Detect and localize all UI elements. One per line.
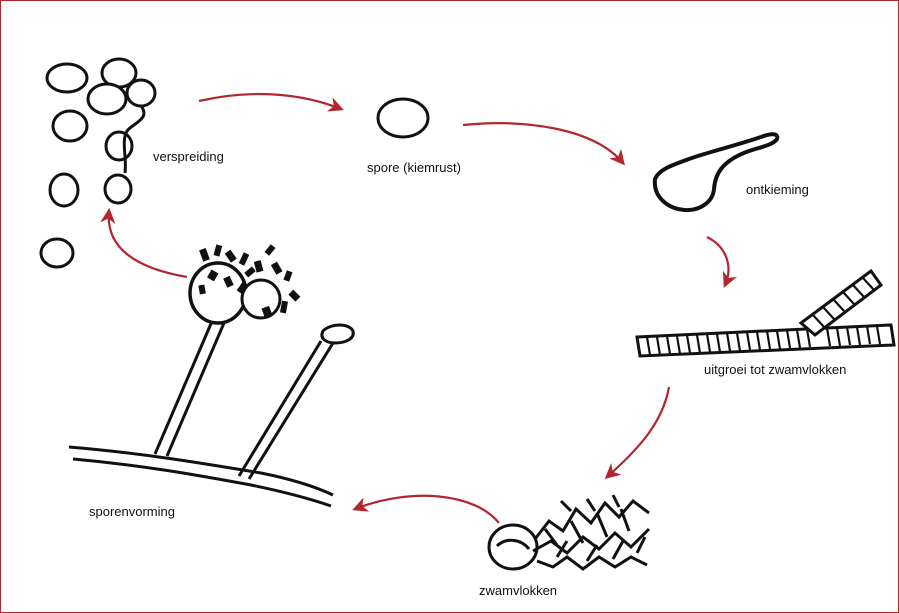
substrate-line-bottom: [73, 459, 331, 506]
sporangiophore-left: [155, 319, 224, 456]
substrate-line-top: [69, 447, 333, 495]
spore-shape: [105, 175, 131, 203]
germ-tube-shape: [655, 134, 777, 210]
sporangiophore-right: [239, 341, 333, 479]
arrow-spore-to-germination: [463, 123, 623, 163]
spore-shape: [88, 84, 126, 114]
hyphae-growth: [637, 271, 894, 356]
arrow-mycelium-to-sporulation: [355, 496, 499, 523]
label-spore: spore (kiemrust): [367, 160, 461, 175]
label-dispersal: verspreiding: [153, 149, 224, 164]
spore-shape: [127, 80, 155, 106]
resting-spore: [378, 99, 428, 137]
sporangium-main: [190, 263, 246, 323]
label-growth: uitgroei tot zwamvlokken: [704, 362, 846, 377]
sporangium-secondary: [242, 280, 280, 318]
spore-shape: [378, 99, 428, 137]
spore-shape: [41, 239, 73, 267]
label-germination: ontkieming: [746, 182, 809, 197]
spore-shape: [50, 174, 78, 206]
mycelium-spore-shape: [489, 525, 537, 569]
dispersal-spores: [41, 59, 155, 267]
young-sporangium: [322, 325, 353, 343]
arrow-germination-to-growth: [707, 237, 728, 285]
mycelium-mass: [489, 495, 649, 569]
arrow-dispersal-to-spore: [199, 94, 341, 109]
mycelium-filaments: [533, 495, 649, 569]
label-mycelium: zwamvlokken: [479, 583, 557, 598]
germinating-spore: [655, 134, 777, 210]
label-sporulation: sporenvorming: [89, 504, 175, 519]
spore-shape: [47, 64, 87, 92]
arrow-sporulation-to-dispersal: [109, 211, 187, 277]
spore-shape: [53, 111, 87, 141]
sporulation-structure: [69, 244, 353, 506]
arrow-growth-to-mycelium: [607, 387, 669, 477]
main-hypha-shape: [637, 325, 894, 356]
spore-shape: [106, 132, 132, 160]
